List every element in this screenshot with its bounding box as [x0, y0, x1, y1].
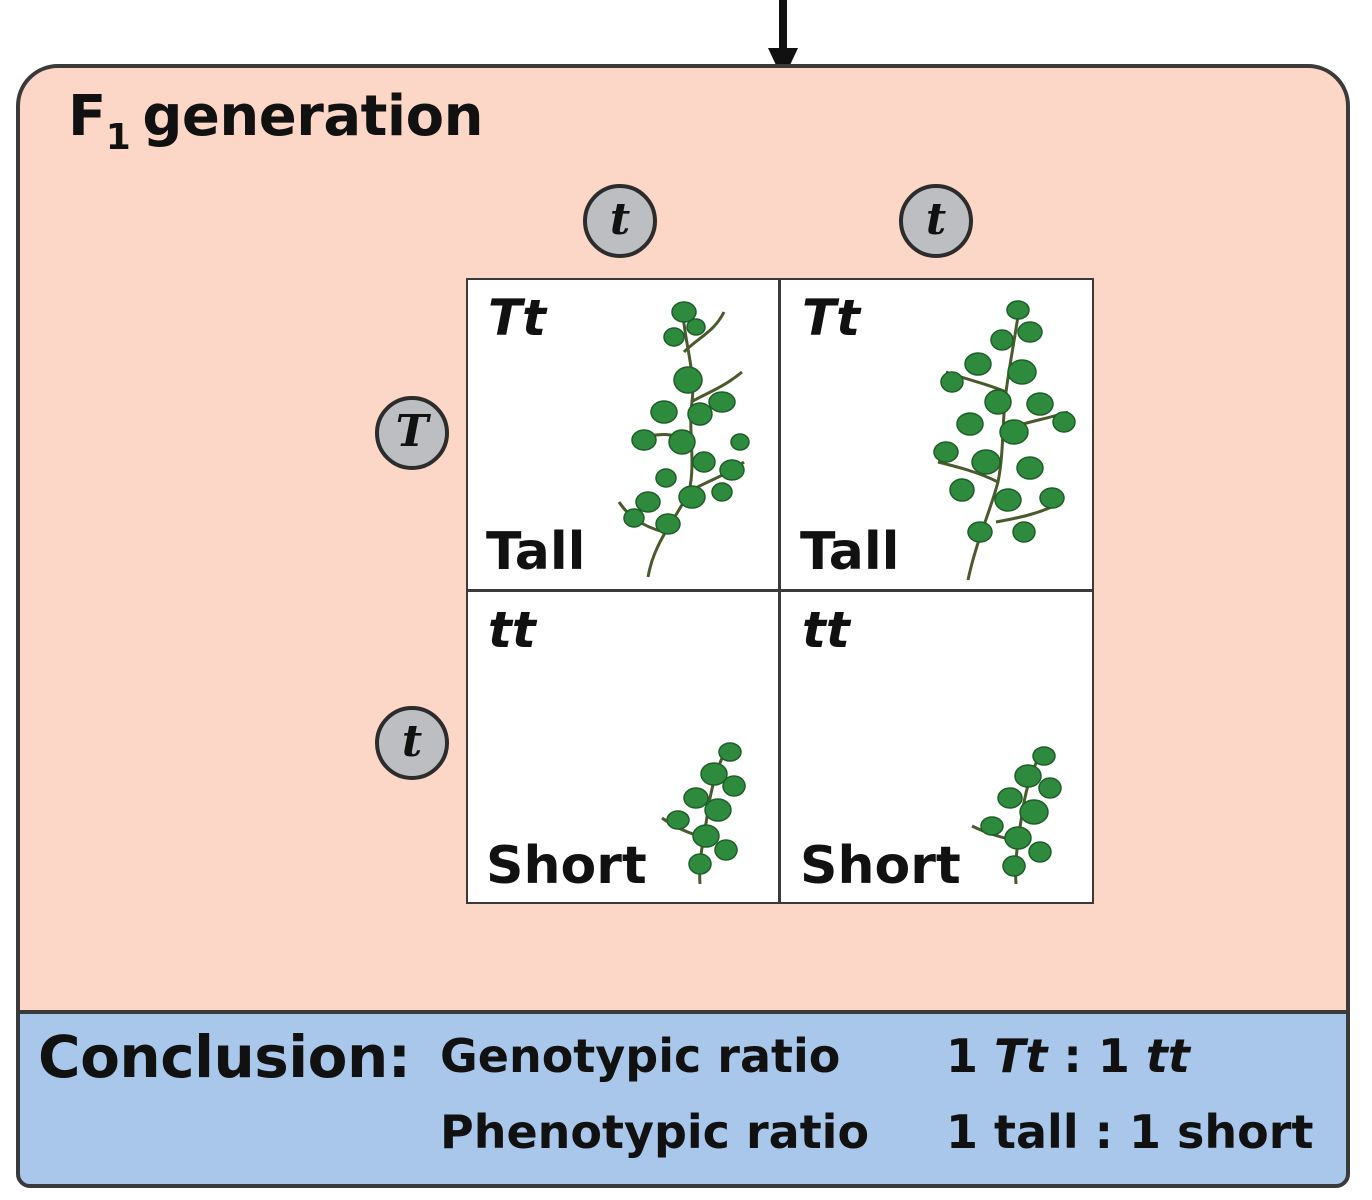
genotypic-ratio-value: 1 Tt : 1 tt	[946, 1026, 1190, 1086]
panel-title: F1 generation	[68, 82, 483, 159]
geno-b: tt	[1145, 1029, 1190, 1083]
title-rest: generation	[142, 84, 483, 149]
geno-a: Tt	[994, 1029, 1048, 1083]
cell-4-phenotype: Short	[800, 836, 961, 896]
tall-pea-plant-icon	[617, 301, 750, 578]
allele-top-left: t	[583, 184, 657, 258]
cell-4-genotype: tt	[802, 601, 850, 659]
cell-1-genotype: Tt	[488, 289, 547, 347]
geno-sep: :	[1063, 1029, 1082, 1083]
geno-count-a: 1	[946, 1029, 979, 1083]
cell-2-genotype: Tt	[802, 289, 861, 347]
tall-pea-plant-icon	[933, 300, 1076, 581]
phenotypic-ratio-label: Phenotypic ratio	[440, 1105, 870, 1159]
grid-horizontal-divider	[466, 589, 1094, 592]
allele-side-top: T	[375, 396, 449, 470]
short-pea-plant-icon	[661, 742, 746, 885]
geno-count-b: 1	[1097, 1029, 1130, 1083]
phenotypic-ratio-value: 1 tall : 1 short	[946, 1105, 1314, 1159]
cell-3-genotype: tt	[488, 601, 536, 659]
title-f: F	[68, 84, 106, 149]
cell-1-phenotype: Tall	[486, 522, 586, 582]
short-pea-plant-icon	[971, 746, 1062, 885]
allele-top-right: t	[899, 184, 973, 258]
genotypic-ratio-label: Genotypic ratio	[440, 1029, 841, 1083]
conclusion-box	[16, 1010, 1350, 1188]
allele-side-bottom: t	[375, 706, 449, 780]
cell-2-phenotype: Tall	[800, 522, 900, 582]
cell-3-phenotype: Short	[486, 836, 647, 896]
incoming-arrow-shaft	[779, 0, 787, 52]
title-subscript: 1	[105, 117, 131, 158]
conclusion-label: Conclusion:	[38, 1023, 411, 1091]
